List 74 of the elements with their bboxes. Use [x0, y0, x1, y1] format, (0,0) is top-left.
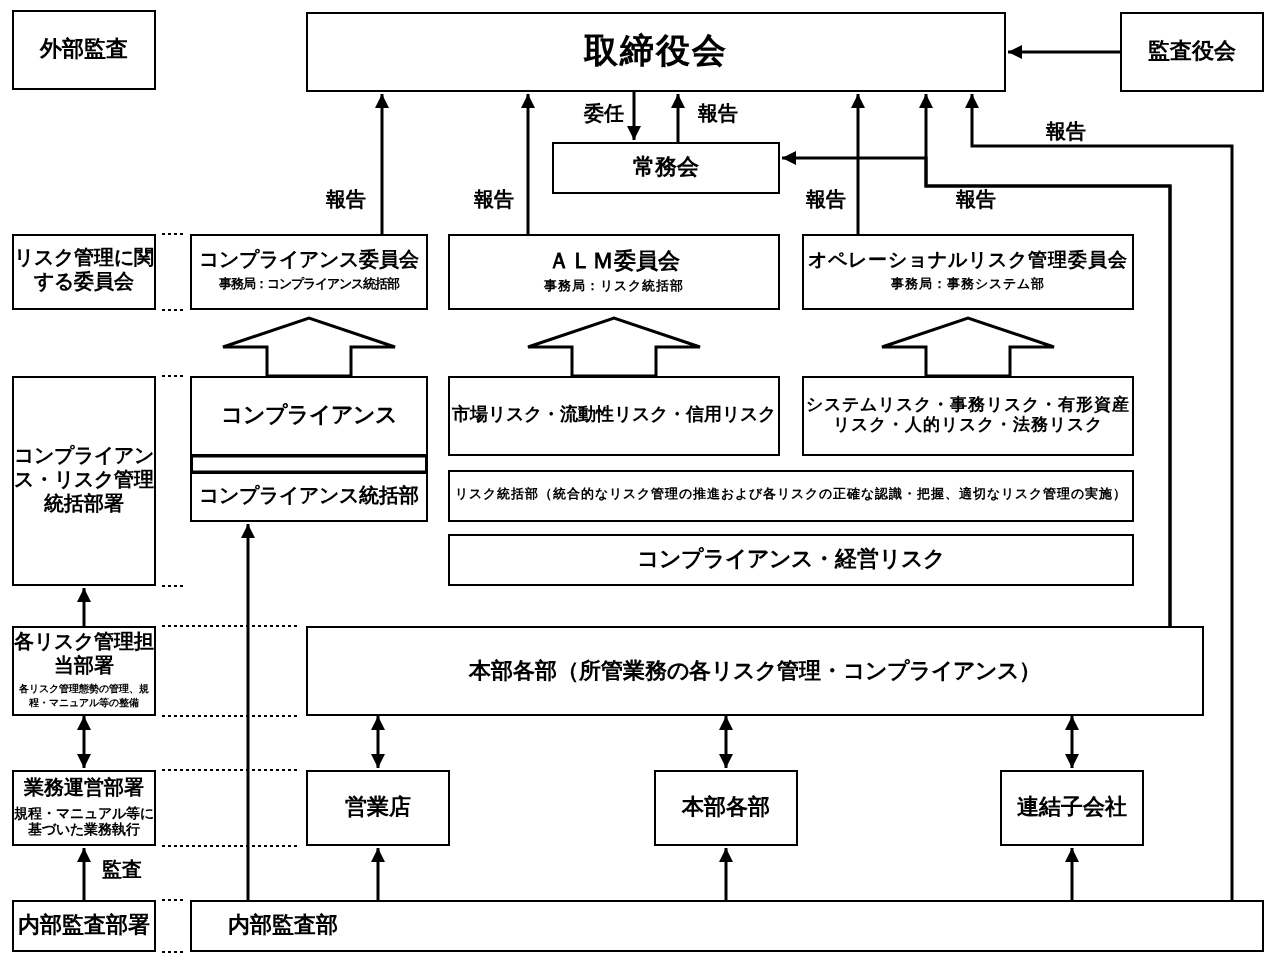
arrow [1008, 45, 1120, 59]
box-title: 内部監査部署 [18, 912, 150, 940]
box-title: ＡＬＭ委員会 [548, 248, 680, 276]
box-title: コンプライアンス・リスク管理統括部署 [14, 445, 154, 517]
box-title: 業務運営部署 [24, 777, 144, 802]
org-box [12, 626, 156, 716]
box-title: 営業店 [345, 794, 411, 822]
arrow [1065, 716, 1079, 768]
org-box [1120, 12, 1264, 92]
box-title: システムリスク・事務リスク・有形資産リスク・人的リスク・法務リスク [804, 395, 1132, 437]
box-title: 取締役会 [584, 31, 728, 73]
arrow [241, 524, 255, 900]
org-box [306, 12, 1006, 92]
arrow [965, 94, 1234, 900]
org-box [12, 900, 156, 952]
org-box [448, 470, 1134, 522]
box-title: 内部監査部 [228, 912, 338, 940]
box-title: リスク管理に関する委員会 [14, 248, 154, 296]
arrow [371, 848, 385, 900]
block-arrow [526, 316, 702, 378]
arrow [77, 848, 91, 900]
arrow [719, 716, 733, 768]
edge-label: 監査 [100, 860, 144, 882]
org-box [654, 770, 798, 846]
box-title: 常務会 [633, 154, 699, 182]
org-box [190, 376, 428, 456]
arrow [77, 716, 91, 768]
edge-label: 委任 [582, 104, 626, 126]
arrow [77, 588, 91, 626]
arrow [671, 94, 685, 142]
edge-label: 報告 [954, 190, 998, 212]
box-title: コンプライアンス委員会 [199, 250, 419, 275]
org-box [190, 234, 428, 310]
org-box [12, 770, 156, 846]
box-title: コンプライアンス [221, 402, 397, 430]
edge-label: 報告 [472, 190, 516, 212]
block-arrow [221, 316, 397, 378]
edge-label: 報告 [324, 190, 368, 212]
org-box [306, 626, 1204, 716]
org-box [802, 376, 1134, 456]
org-box [448, 376, 780, 456]
box-title: 監査役会 [1148, 38, 1236, 66]
org-box [1000, 770, 1144, 846]
org-box [12, 376, 156, 586]
arrow [851, 94, 865, 234]
arrow [1065, 848, 1079, 900]
org-box [552, 142, 780, 194]
edge-label: 報告 [1044, 122, 1088, 144]
org-box [12, 234, 156, 310]
box-title: コンプライアンス・経営リスク [637, 546, 945, 574]
edge-label: 報告 [696, 104, 740, 126]
box-title: コンプライアンス統括部 [199, 485, 419, 509]
edge-label: 報告 [804, 190, 848, 212]
box-title: オペレーショナルリスク管理委員会 [808, 250, 1128, 274]
box-title: 連結子会社 [1017, 794, 1127, 822]
box-title: 本部各部 [682, 794, 770, 822]
arrow [375, 94, 389, 234]
box-title: 市場リスク・流動性リスク・信用リスク [452, 405, 776, 427]
block-arrow [880, 316, 1056, 378]
arrow [782, 151, 1172, 626]
org-box [802, 234, 1134, 310]
org-box [12, 10, 156, 90]
arrow [371, 716, 385, 768]
org-box [306, 770, 450, 846]
org-box [448, 534, 1134, 586]
box-title: 本部各部（所管業務の各リスク管理・コンプライアンス） [469, 657, 1041, 685]
org-box [190, 900, 1264, 952]
arrow [521, 94, 535, 234]
org-box [190, 472, 428, 522]
arrow [627, 92, 641, 140]
org-box [448, 234, 780, 310]
box-title: 外部監査 [40, 36, 128, 64]
arrow [719, 848, 733, 900]
box-title: 各リスク管理担当部署 [14, 632, 154, 681]
